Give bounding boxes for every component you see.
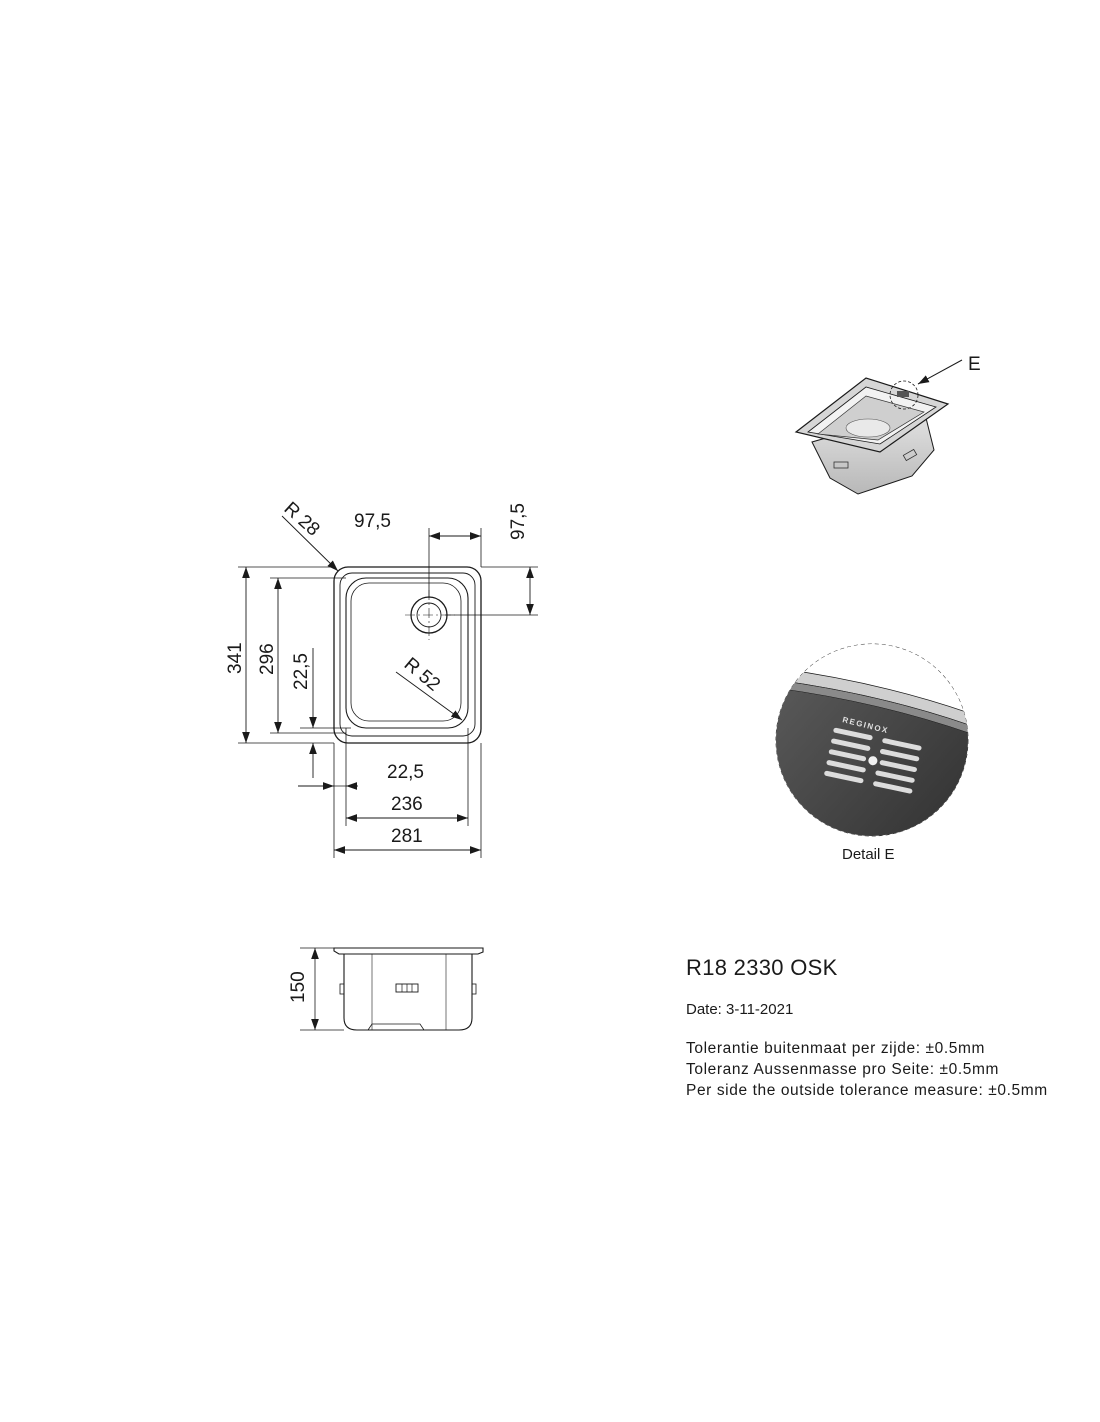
- dim-150: 150: [288, 971, 309, 1003]
- sink-inner-rim: [339, 572, 476, 737]
- product-title: R18 2330 OSK: [686, 955, 838, 980]
- dim-22-5-left: 22,5: [291, 653, 312, 690]
- top-view: [333, 566, 482, 744]
- leader-r28: [281, 515, 339, 572]
- detail-e-caption: Detail E: [842, 846, 895, 863]
- dimension-labels: 97,5 97,5 341 296 22,5 R 28 R 52 22,5 23…: [225, 498, 529, 847]
- dim-22-5-bottom: 22,5: [387, 762, 424, 783]
- side-bowl: [343, 954, 473, 1031]
- dim-r28: R 28: [280, 498, 324, 540]
- isometric-view: [794, 359, 963, 495]
- dim-296: 296: [257, 643, 278, 675]
- leader-r52: [395, 671, 463, 721]
- dim-236: 236: [391, 794, 423, 815]
- sink-outer-rim: [333, 566, 482, 744]
- dim-341: 341: [225, 642, 246, 674]
- detail-e-leader: [917, 359, 963, 385]
- extension-lines: [238, 528, 538, 858]
- sink-bowl-outline: [345, 577, 469, 729]
- dim-r52: R 52: [400, 654, 444, 696]
- drawing-date: Date: 3-11-2021: [686, 1001, 794, 1018]
- side-rim: [333, 947, 484, 955]
- tolerance-nl: Tolerantie buitenmaat per zijde: ±0.5mm: [686, 1040, 985, 1057]
- dimension-lines: [242, 515, 534, 854]
- side-view: [333, 947, 484, 1031]
- sink-bowl-bottom: [350, 582, 462, 722]
- dim-97-5-top: 97,5: [354, 511, 391, 532]
- tolerance-en: Per side the outside tolerance measure: …: [686, 1082, 1048, 1099]
- dim-281: 281: [391, 826, 423, 847]
- dim-97-5-right: 97,5: [508, 503, 529, 540]
- detail-e-marker: E: [968, 354, 981, 375]
- detail-e-view: REGINOX: [775, 643, 969, 837]
- tolerance-de: Toleranz Aussenmasse pro Seite: ±0.5mm: [686, 1061, 1000, 1078]
- title-block: R18 2330 OSK Date: 3-11-2021 Tolerantie …: [686, 955, 1100, 1101]
